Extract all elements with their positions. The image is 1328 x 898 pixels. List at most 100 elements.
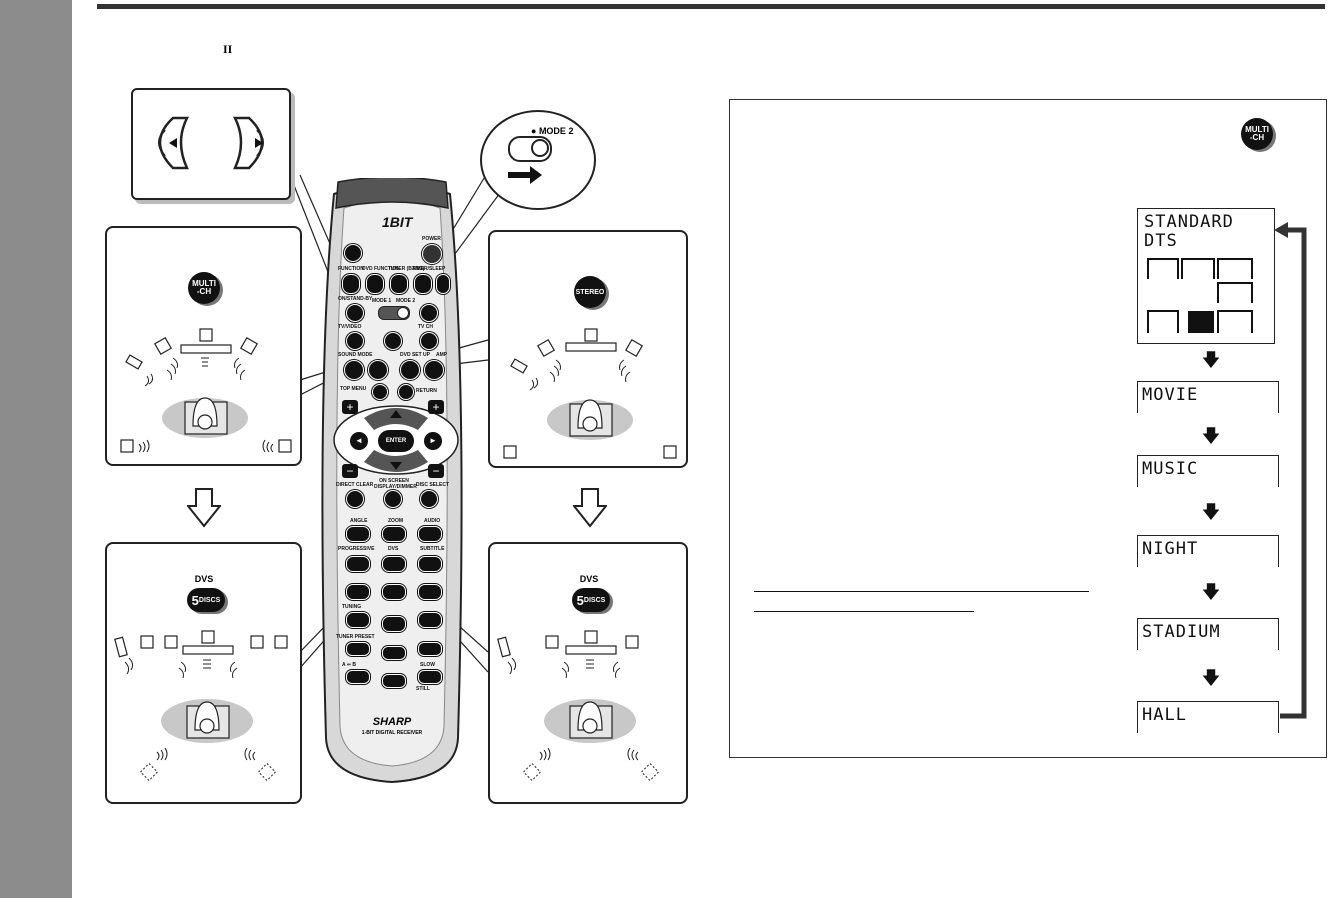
brand-logo: SHARP bbox=[372, 716, 412, 728]
volume-up-button[interactable]: + bbox=[342, 400, 358, 414]
tv-ch-label: TV CH bbox=[418, 324, 433, 330]
ab-repeat-button[interactable] bbox=[346, 670, 370, 684]
mute-button[interactable] bbox=[384, 332, 402, 350]
number-9-button[interactable] bbox=[418, 584, 442, 600]
review-button[interactable] bbox=[346, 612, 370, 628]
mode-switch-callout: ● MODE 2 bbox=[480, 110, 596, 210]
display-mode-hall: HALL bbox=[1137, 701, 1279, 733]
channel-down-button[interactable]: − bbox=[428, 464, 444, 478]
cue-button[interactable] bbox=[418, 612, 442, 628]
amp-button[interactable] bbox=[424, 360, 444, 380]
page-side-tab bbox=[0, 0, 72, 898]
down-arrow-icon bbox=[187, 488, 221, 528]
direct-clear-label: DIRECT CLEAR bbox=[336, 482, 374, 488]
tv-video-button[interactable] bbox=[346, 332, 364, 350]
skip-back-button[interactable] bbox=[346, 642, 370, 656]
disc-select-label: DISC SELECT bbox=[416, 482, 450, 488]
on-screen-button[interactable] bbox=[384, 490, 402, 508]
direct-clear-button[interactable] bbox=[346, 490, 364, 508]
mode1-label: MODE 1 bbox=[372, 298, 392, 304]
model-label: 1-BIT DIGITAL RECEIVER bbox=[361, 730, 423, 736]
cursor-right-button[interactable]: ► bbox=[424, 432, 442, 450]
text-line bbox=[754, 611, 974, 612]
mode2-label: MODE 2 bbox=[396, 298, 416, 304]
channel-up-button[interactable]: + bbox=[428, 400, 444, 414]
mode-switch-toggle[interactable] bbox=[508, 136, 552, 162]
play-button[interactable] bbox=[382, 646, 406, 660]
stereo-button-icon: STEREO bbox=[574, 276, 606, 308]
timer-sleep-label: TIMER/SLEEP bbox=[412, 266, 446, 272]
mode-selector-switch[interactable] bbox=[378, 306, 410, 320]
dvd-setup-label: DVD SET UP bbox=[400, 352, 431, 358]
stereo-button[interactable] bbox=[368, 360, 388, 380]
tv-ch-down-button[interactable] bbox=[420, 332, 438, 350]
power-label: POWER bbox=[422, 236, 441, 242]
down-arrow-icon bbox=[573, 488, 607, 528]
audio-label: AUDIO bbox=[424, 518, 441, 524]
multi-ch-button-icon: MULTI-CH bbox=[188, 272, 220, 304]
multi-ch-button-icon: MULTI-CH bbox=[1241, 118, 1273, 150]
pause-still-button[interactable] bbox=[418, 670, 442, 684]
on-screen-label: ON SCREEN DISPLAY/DIMMER bbox=[374, 478, 417, 490]
on-stand-by-label: ON/STAND-BY bbox=[338, 296, 373, 302]
speaker-layout-stereo bbox=[503, 328, 677, 459]
open-close-button[interactable] bbox=[344, 244, 362, 262]
channel-indicator-grid bbox=[1147, 258, 1253, 333]
number-7-button[interactable] bbox=[346, 584, 370, 600]
number-6-button[interactable] bbox=[418, 556, 442, 572]
dvs-label: DVS bbox=[194, 574, 214, 584]
ab-label: A ⇐ B bbox=[342, 662, 357, 668]
skip-forward-button[interactable] bbox=[418, 642, 442, 656]
multi-ch-button[interactable] bbox=[344, 360, 364, 380]
tuner-band-button[interactable] bbox=[390, 274, 408, 294]
disc-select-button[interactable] bbox=[420, 490, 438, 508]
display-mode-movie: MOVIE bbox=[1137, 381, 1279, 413]
speaker-layout-dvs-left bbox=[114, 630, 288, 782]
number-8-button[interactable] bbox=[382, 584, 406, 600]
down-arrow-icon: 🡇 bbox=[1201, 668, 1221, 688]
dvd-function-label: DVD FUNCTION bbox=[362, 266, 400, 272]
zoom-label: ZOOM bbox=[388, 518, 403, 524]
still-label: STILL bbox=[416, 686, 430, 692]
volume-down-button[interactable]: − bbox=[342, 464, 358, 478]
top-menu-label: TOP MENU bbox=[340, 386, 367, 392]
tv-ch-up-button[interactable] bbox=[420, 304, 438, 322]
disc-2-button[interactable] bbox=[382, 526, 406, 542]
angle-label: ANGLE bbox=[350, 518, 368, 524]
disc-4-button[interactable] bbox=[346, 556, 370, 572]
number-0-button[interactable] bbox=[382, 616, 406, 632]
sound-mode-box: MULTI-CH STANDARD DTS 🡇 MOVIE 🡇 MUSIC 🡇 … bbox=[729, 99, 1327, 758]
dvd-setup-button[interactable] bbox=[400, 360, 420, 380]
on-stand-by-button[interactable] bbox=[346, 304, 364, 322]
enter-button[interactable]: ENTER bbox=[378, 430, 414, 452]
disc-1-button[interactable] bbox=[346, 526, 370, 542]
cursor-left-button[interactable]: ◄ bbox=[350, 432, 368, 450]
return-button[interactable] bbox=[398, 384, 414, 400]
stop-button[interactable] bbox=[382, 674, 406, 688]
right-arrow-icon bbox=[508, 166, 542, 184]
return-label: RETURN bbox=[416, 388, 437, 394]
top-menu-button[interactable] bbox=[372, 384, 388, 400]
power-button[interactable] bbox=[422, 244, 442, 264]
loop-back-arrow bbox=[1274, 222, 1307, 719]
down-arrow-icon: 🡇 bbox=[1201, 350, 1221, 370]
tv-video-label: TV/VIDEO bbox=[338, 324, 362, 330]
extra-button[interactable] bbox=[436, 274, 450, 294]
dvs-label: DVS bbox=[579, 574, 599, 584]
mode-2-label: ● MODE 2 bbox=[531, 126, 574, 136]
tuning-label: TUNING bbox=[342, 604, 362, 610]
dvd-function-button[interactable] bbox=[366, 274, 384, 294]
timer-sleep-button[interactable] bbox=[414, 274, 432, 294]
disc-3-button[interactable] bbox=[418, 526, 442, 542]
sound-mode-label: SOUND MODE bbox=[338, 352, 373, 358]
right-cursor-key[interactable] bbox=[232, 116, 264, 170]
left-cursor-key[interactable] bbox=[158, 116, 190, 170]
progressive-label: PROGRESSIVE bbox=[338, 546, 375, 552]
function-button[interactable] bbox=[342, 274, 360, 294]
text-line bbox=[754, 591, 1089, 592]
disc-5-button[interactable] bbox=[382, 556, 406, 572]
